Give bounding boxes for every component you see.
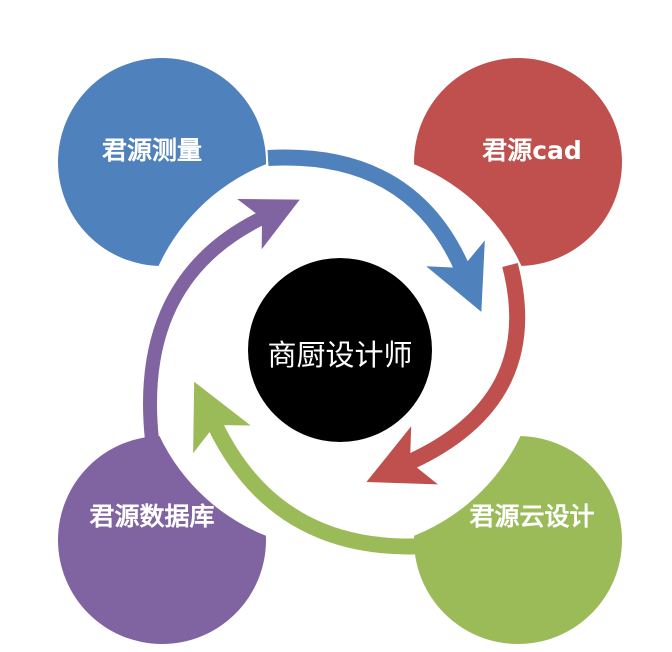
node-label-cloud-design: 君源云设计 xyxy=(469,502,595,531)
node-label-database: 君源数据库 xyxy=(89,502,215,531)
arrow-database-to-measure xyxy=(142,198,300,441)
node-label-measure: 君源测量 xyxy=(101,136,202,165)
center-label: 商厨设计师 xyxy=(267,338,413,372)
arrow-measure-to-cad xyxy=(267,149,485,312)
arrow-cloud-to-database xyxy=(193,381,441,555)
node-label-cad: 君源cad xyxy=(482,136,582,165)
arrow-cad-to-cloud xyxy=(366,262,526,485)
center-circle xyxy=(248,258,432,442)
